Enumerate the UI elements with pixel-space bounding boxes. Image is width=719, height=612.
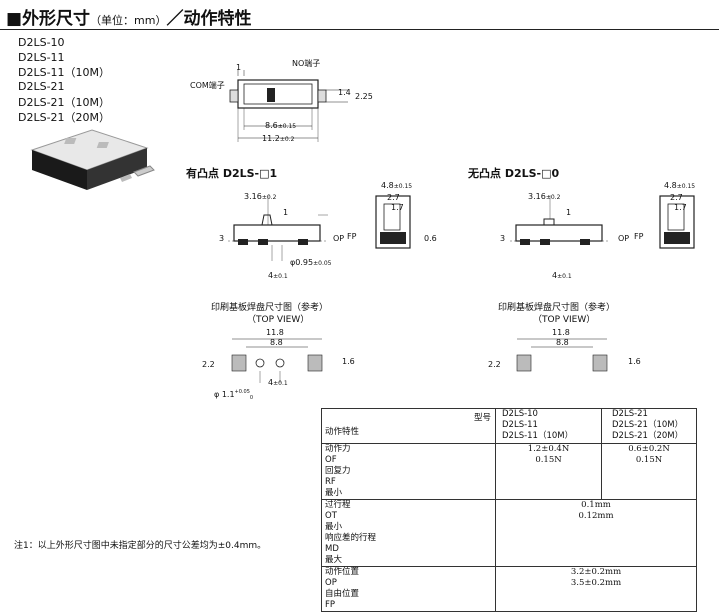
- section-title-no-bump: 无凸点 D2LS-□0: [468, 167, 560, 180]
- pcb-left-drawing: [231, 338, 323, 383]
- dim-label: 3.16±0.2: [244, 192, 277, 201]
- dim-label: 2.25: [355, 92, 373, 101]
- dim-label: 1.7: [674, 203, 687, 212]
- dim-label: 4.8±0.15: [381, 181, 413, 190]
- model-item: D2LS-11: [18, 51, 65, 64]
- op-label: OP: [333, 234, 345, 243]
- model-item: D2LS-10: [18, 36, 65, 49]
- dim-label: 1.4: [338, 88, 351, 97]
- pcb-right-title: 印刷基板焊盘尺寸图（参考）: [498, 303, 616, 313]
- pcb-left-title: 印刷基板焊盘尺寸图（参考）: [211, 303, 329, 313]
- page-title: ■外形尺寸（单位：mm）／动作特性: [6, 9, 252, 29]
- dim-label: φ0.95±0.05: [290, 258, 332, 267]
- dim-label: 4±0.1: [552, 271, 572, 280]
- dim-label: 1: [283, 208, 289, 217]
- section-title-with-bump: 有凸点 D2LS-□1: [186, 167, 278, 180]
- dim-label: 1.6: [342, 357, 355, 366]
- model-item: D2LS-21（20M）: [18, 111, 111, 124]
- header-label-cell: 型号 动作特性: [321, 408, 496, 444]
- dim-label: 0.6: [424, 234, 437, 243]
- model-item: D2LS-11（10M）: [18, 66, 111, 79]
- dim-label: 4.8±0.15: [664, 181, 696, 190]
- fp-label: FP: [634, 232, 644, 241]
- top-view-drawing: [229, 70, 348, 142]
- model-item: D2LS-21（10M）: [18, 96, 111, 109]
- dim-label: 8.8: [556, 338, 569, 347]
- com-terminal-label: COM端子: [190, 81, 225, 90]
- end-view-no-bump: [659, 195, 695, 249]
- hole-dim-label: φ 1.1+0.050: [214, 389, 254, 401]
- dim-label: 4±0.1: [268, 271, 288, 280]
- dim-label: 2.2: [488, 360, 501, 369]
- no-terminal-label: NO端子: [292, 59, 321, 68]
- product-photo: [30, 129, 155, 190]
- side-view-no-bump: [510, 195, 610, 245]
- dim-label: 3: [500, 234, 506, 243]
- dim-label: 8.6±0.15: [265, 121, 297, 130]
- side-view-with-bump: [228, 195, 328, 261]
- dim-label: 2.2: [202, 360, 215, 369]
- dim-label: 3: [219, 234, 225, 243]
- pcb-left-subtitle: （TOP VIEW）: [247, 315, 310, 325]
- pcb-right-subtitle: （TOP VIEW）: [533, 315, 596, 325]
- dim-label: 2.7: [387, 193, 400, 202]
- end-view-with-bump: [375, 195, 411, 249]
- dim-label: 1.6: [628, 357, 641, 366]
- dim-label: 1: [566, 208, 572, 217]
- fp-label: FP: [347, 232, 357, 241]
- pcb-right-drawing: [516, 338, 608, 372]
- dim-label: 4±0.1: [268, 378, 288, 387]
- dim-label: 8.8: [270, 338, 283, 347]
- dim-label: 3.16±0.2: [528, 192, 561, 201]
- op-label: OP: [618, 234, 630, 243]
- footnote: 注1：以上外形尺寸图中未指定部分的尺寸公差均为±0.4mm。: [14, 541, 267, 551]
- dim-label: 11.2±0.2: [262, 134, 295, 143]
- dim-label: 1: [236, 63, 242, 72]
- model-item: D2LS-21: [18, 80, 65, 93]
- dim-label: 2.7: [670, 193, 683, 202]
- title-divider: [0, 29, 719, 30]
- dim-label: 1.7: [391, 203, 404, 212]
- dim-label: 11.8: [552, 328, 570, 337]
- dim-label: 11.8: [266, 328, 284, 337]
